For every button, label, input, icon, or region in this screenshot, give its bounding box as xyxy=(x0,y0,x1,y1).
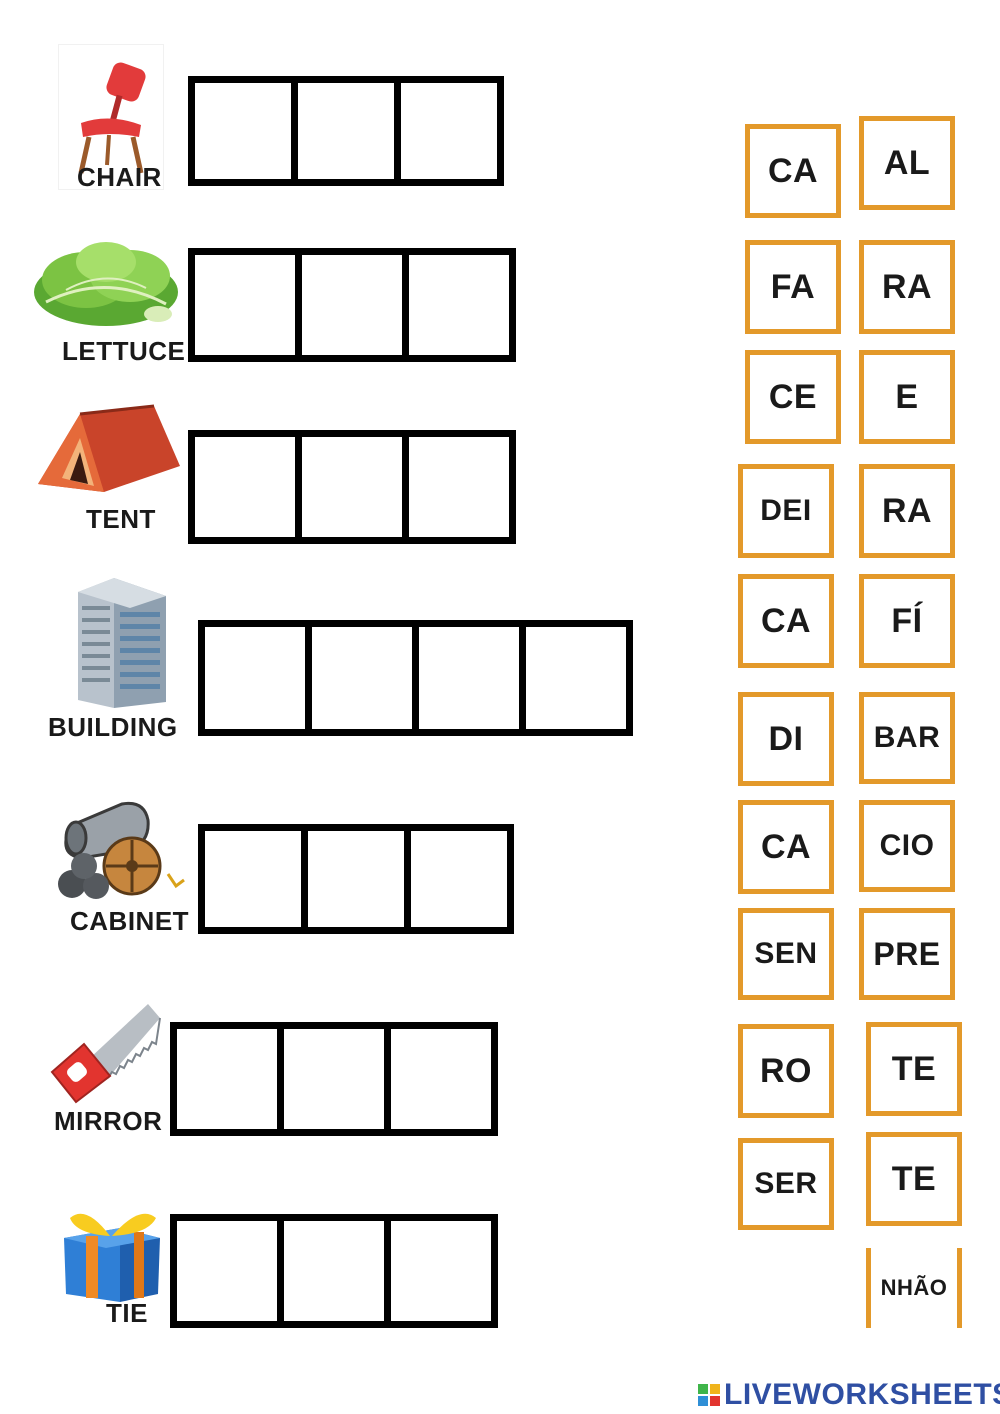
answer-slot[interactable] xyxy=(277,1022,391,1136)
syllable-tile[interactable]: AL xyxy=(859,116,955,210)
tent-icon xyxy=(34,404,182,496)
answer-slot[interactable] xyxy=(394,76,504,186)
answer-slot[interactable] xyxy=(198,620,312,736)
syllable-tile[interactable]: BAR xyxy=(859,692,955,784)
answer-slot[interactable] xyxy=(291,76,401,186)
syllable-tile[interactable]: TE xyxy=(866,1132,962,1226)
answer-slot[interactable] xyxy=(519,620,633,736)
syllable-tile[interactable]: PRE xyxy=(859,908,955,1000)
syllable-tile[interactable]: E xyxy=(859,350,955,444)
syllable-tile[interactable]: TE xyxy=(866,1022,962,1116)
word-label-cabinet: CABINET xyxy=(70,906,190,936)
answer-slot[interactable] xyxy=(170,1214,284,1328)
lettuce-icon xyxy=(26,232,182,332)
answer-slot[interactable] xyxy=(402,430,516,544)
syllable-tile[interactable]: CIO xyxy=(859,800,955,892)
answer-slot[interactable] xyxy=(305,620,419,736)
answer-slot[interactable] xyxy=(295,430,409,544)
gift-icon xyxy=(56,1198,168,1306)
brand-mark-icon xyxy=(698,1384,720,1406)
answer-slot[interactable] xyxy=(188,248,302,362)
cannon-icon xyxy=(52,796,188,904)
answer-slots-lettuce xyxy=(188,248,516,362)
answer-slots-cabinet xyxy=(198,824,514,934)
syllable-tile[interactable]: SER xyxy=(738,1138,834,1230)
word-label-lettuce: LETTUCE xyxy=(62,336,186,366)
word-label-tie: TIE xyxy=(106,1298,148,1328)
answer-slot[interactable] xyxy=(384,1214,498,1328)
chair-icon xyxy=(58,44,164,190)
syllable-tile[interactable]: FA xyxy=(745,240,841,334)
syllable-tile[interactable]: DI xyxy=(738,692,834,786)
syllable-tile[interactable]: CA xyxy=(738,574,834,668)
syllable-tile[interactable]: RA xyxy=(859,464,955,558)
brand-logo: LIVEWORKSHEETS xyxy=(698,1378,1000,1412)
word-label-chair: CHAIR xyxy=(77,162,162,192)
syllable-tile[interactable]: NHÃO xyxy=(866,1248,962,1328)
answer-slots-tie xyxy=(170,1214,498,1328)
answer-slot[interactable] xyxy=(188,76,298,186)
answer-slot[interactable] xyxy=(402,248,516,362)
word-label-mirror: MIRROR xyxy=(54,1106,163,1136)
answer-slot[interactable] xyxy=(412,620,526,736)
answer-slot[interactable] xyxy=(404,824,514,934)
answer-slot[interactable] xyxy=(188,430,302,544)
answer-slot[interactable] xyxy=(277,1214,391,1328)
syllable-tile[interactable]: CE xyxy=(745,350,841,444)
building-icon xyxy=(74,572,170,712)
answer-slots-chair xyxy=(188,76,504,186)
brand-name: LIVEWORKSHEETS xyxy=(724,1378,1000,1411)
syllable-tile[interactable]: DEI xyxy=(738,464,834,558)
syllable-tile[interactable]: SEN xyxy=(738,908,834,1000)
syllable-tile[interactable]: CA xyxy=(738,800,834,894)
syllable-tile[interactable]: FÍ xyxy=(859,574,955,668)
answer-slots-mirror xyxy=(170,1022,498,1136)
saw-icon xyxy=(44,1002,162,1106)
answer-slot[interactable] xyxy=(295,248,409,362)
answer-slot[interactable] xyxy=(170,1022,284,1136)
answer-slot[interactable] xyxy=(384,1022,498,1136)
word-label-tent: TENT xyxy=(86,504,156,534)
syllable-tile[interactable]: RO xyxy=(738,1024,834,1118)
syllable-tile[interactable]: CA xyxy=(745,124,841,218)
syllable-tile[interactable]: RA xyxy=(859,240,955,334)
answer-slots-building xyxy=(198,620,633,736)
word-label-building: BUILDING xyxy=(48,712,178,742)
answer-slot[interactable] xyxy=(198,824,308,934)
answer-slot[interactable] xyxy=(301,824,411,934)
answer-slots-tent xyxy=(188,430,516,544)
